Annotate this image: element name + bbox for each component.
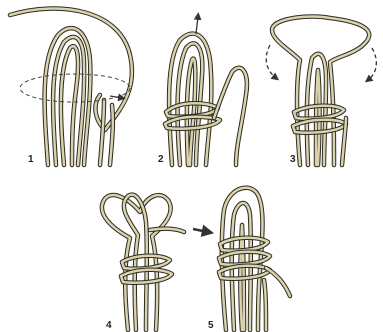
step-3-left-turn-arrow [266,45,276,78]
step-3-rope-bundle [272,17,369,166]
transition-arrow [193,229,208,232]
step-4-illustration: 4 [102,195,184,331]
step-2-rope-bundle [165,34,247,165]
step-4-rope-bundle [102,195,184,330]
step-5-illustration: 5 [208,188,290,331]
step-4-label: 4 [106,320,112,331]
step-1-illustration: 1 [10,8,132,165]
step-5-rope-bundle [219,188,290,330]
step-1-rope-bundle [10,8,132,165]
step-3-right-turn-arrow [368,48,376,80]
step-2-illustration: 2 [158,16,247,165]
step-5-label: 5 [208,320,214,331]
step-3-illustration: 3 [266,17,376,166]
step-2-pull-arrow [196,16,198,34]
step-2-label: 2 [158,154,164,165]
step-1-label: 1 [28,154,34,165]
step-3-label: 3 [290,154,296,165]
